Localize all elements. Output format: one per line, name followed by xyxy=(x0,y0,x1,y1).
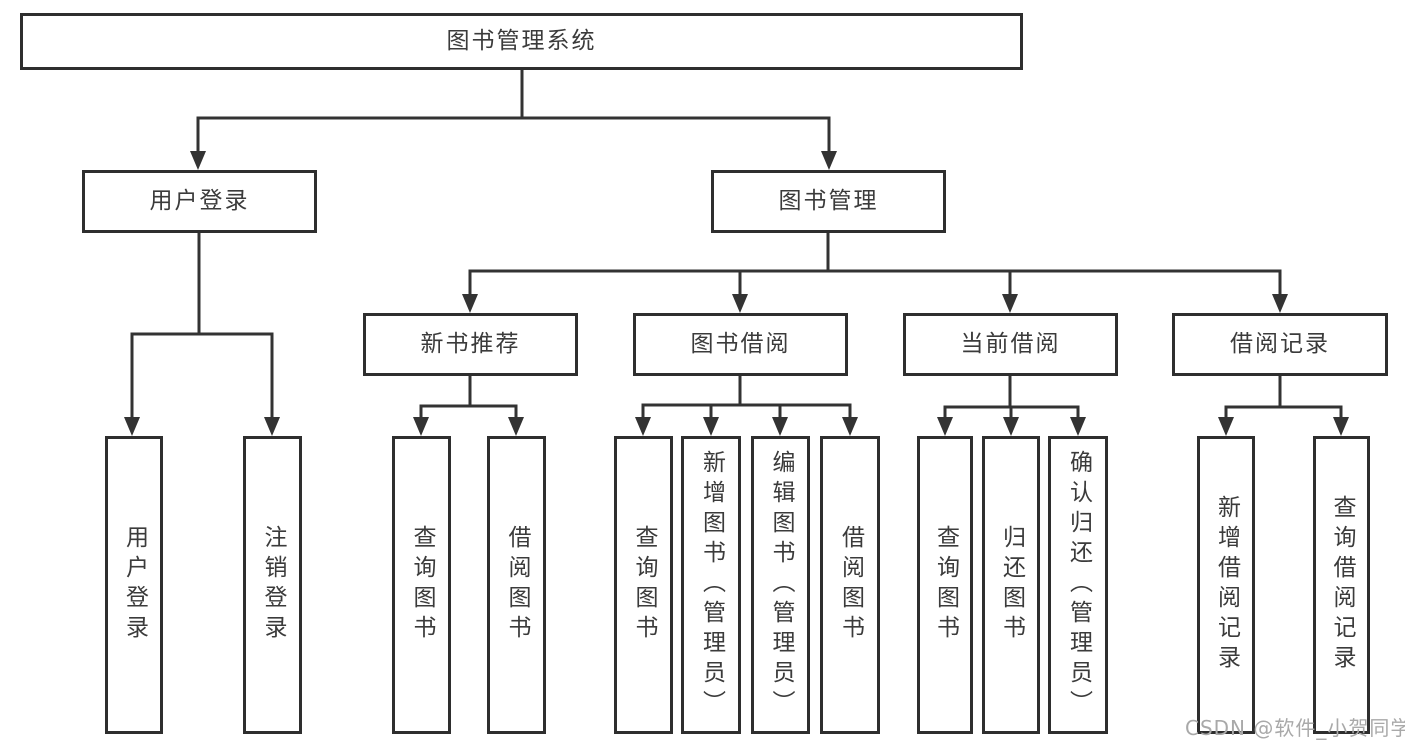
node-current-borrowing: 当前借阅 xyxy=(903,313,1118,376)
leaf-confirm-return-admin: 确认归还（管理员） xyxy=(1048,436,1108,734)
leaf-return-book: 归还图书 xyxy=(982,436,1040,734)
leaf-edit-book-admin: 编辑图书（管理员） xyxy=(751,436,810,734)
node-root: 图书管理系统 xyxy=(20,13,1023,70)
leaf-query-books-recommend: 查询图书 xyxy=(392,436,451,734)
leaf-user-login: 用户登录 xyxy=(105,436,163,734)
node-book-borrowing: 图书借阅 xyxy=(633,313,848,376)
arrowheads xyxy=(124,151,1349,436)
node-user-login: 用户登录 xyxy=(82,170,317,233)
watermark-text: CSDN @软件_小贺同学 xyxy=(1185,716,1405,740)
leaf-query-books-borrowing: 查询图书 xyxy=(614,436,673,734)
leaf-add-book-admin: 新增图书（管理员） xyxy=(681,436,741,734)
leaf-borrow-books-recommend: 借阅图书 xyxy=(487,436,546,734)
node-book-management: 图书管理 xyxy=(711,170,946,233)
node-borrowing-records: 借阅记录 xyxy=(1172,313,1388,376)
leaf-logout-login: 注销登录 xyxy=(243,436,302,734)
leaf-query-books-current: 查询图书 xyxy=(917,436,973,734)
node-new-book-recommend: 新书推荐 xyxy=(363,313,578,376)
leaf-borrow-books-borrowing: 借阅图书 xyxy=(820,436,880,734)
leaf-query-borrow-record: 查询借阅记录 xyxy=(1313,436,1370,734)
leaf-add-borrow-record: 新增借阅记录 xyxy=(1197,436,1255,734)
